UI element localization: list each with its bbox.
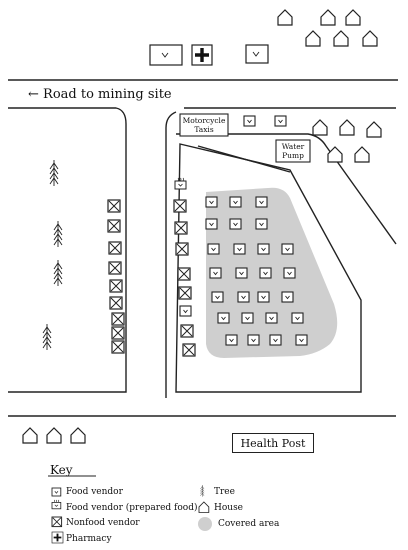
pharmacy-icon (190, 43, 214, 67)
key-covered-area: Covered area (218, 519, 280, 529)
key-tree: Tree (214, 487, 235, 497)
key-prepared-food-vendor: Food vendor (prepared food) (66, 503, 198, 513)
roads (8, 79, 398, 417)
motorcycle-taxis-box (179, 113, 229, 137)
houses (22, 9, 382, 444)
road-label: ← Road to mining site (28, 87, 172, 102)
trees (42, 159, 63, 351)
key-nonfood-vendor: Nonfood vendor (66, 518, 140, 528)
key-pharmacy: Pharmacy (66, 534, 112, 544)
top-stalls (149, 43, 269, 67)
covered-area (206, 187, 338, 358)
key-symbols (51, 484, 212, 544)
motorcycle-taxis-label: Motorcycle Taxis (182, 116, 226, 134)
water-pump-label: Water Pump (281, 142, 305, 160)
nonfood-vendors-left (107, 199, 125, 354)
water-pump-box (275, 139, 311, 163)
key-food-vendor: Food vendor (66, 487, 123, 497)
key-house: House (214, 503, 244, 513)
health-post-label: Health Post (232, 433, 314, 453)
key-title: Key (50, 463, 73, 477)
